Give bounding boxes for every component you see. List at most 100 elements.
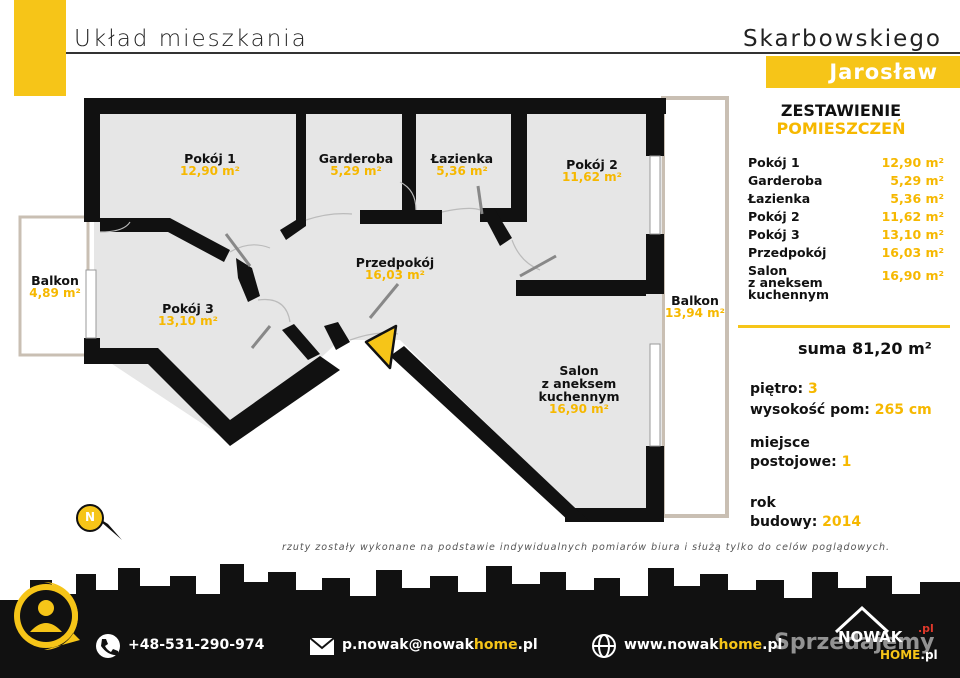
room-przedpokoj: Przedpokój 16,03 m²: [342, 256, 448, 282]
corner-accent-block: [14, 0, 66, 96]
summary-total: suma 81,20 m²: [798, 339, 932, 358]
summary-row: Pokój 2 11,62 m²: [748, 208, 944, 226]
room-lazienka: Łazienka 5,36 m²: [414, 152, 510, 178]
room-area: 16,03 m²: [365, 268, 425, 282]
web-prefix: www.nowak: [624, 637, 719, 653]
logo-text-bottom: HOME.pl: [880, 648, 938, 662]
logo-bottom-word: HOME: [880, 648, 921, 662]
compass-icon: [76, 504, 122, 540]
room-name: Balkon: [671, 293, 719, 308]
footer-website[interactable]: www.nowakhome.pl: [624, 637, 782, 653]
header-divider: [66, 52, 960, 54]
summary-room-value: 11,62 m²: [881, 209, 944, 224]
street-name: Skarbowskiego: [742, 26, 942, 52]
summary-row: Pokój 3 13,10 m²: [748, 226, 944, 244]
door-leaves: [224, 185, 557, 349]
room-name-line-2: z aneksem: [541, 376, 617, 391]
logo-house-icon: [834, 605, 890, 634]
room-area: 12,90 m²: [180, 164, 240, 178]
summary-heading-line-1: ZESTAWIENIE: [780, 101, 902, 120]
logo-text-top: NOWAK: [838, 628, 903, 646]
room-pokoj-2: Pokój 2 11,62 m²: [544, 158, 640, 184]
room-area: 13,94 m²: [665, 306, 725, 320]
viewpoint-arrow: [364, 324, 398, 370]
summary-room-name: Salon z aneksem kuchennym: [748, 263, 829, 302]
summary-room-value: 16,90 m²: [881, 268, 944, 283]
info-label-line-2: budowy:: [750, 514, 818, 530]
salon-line-3: kuchennym: [748, 287, 829, 302]
summary-heading: ZESTAWIENIE POMIESZCZEŃ: [738, 102, 944, 138]
summary-room-value: 12,90 m²: [881, 155, 944, 170]
globe-icon: [592, 634, 616, 658]
summary-room-name: Pokój 3: [748, 227, 800, 242]
room-name: Pokój 3: [162, 301, 214, 316]
summary-room-name: Przedpokój: [748, 245, 827, 260]
room-name: Łazienka: [430, 151, 494, 166]
info-value: 3: [808, 381, 818, 397]
room-pokoj-1: Pokój 1 12,90 m²: [162, 152, 258, 178]
phone-icon: [96, 634, 120, 658]
room-balkon-right: Balkon 13,94 m²: [664, 294, 726, 320]
summary-room-name: Łazienka: [748, 191, 811, 206]
mail-icon: [309, 637, 335, 655]
info-value: 265 cm: [874, 402, 932, 418]
salon-line-2: z aneksem: [748, 275, 823, 290]
footer-email[interactable]: p.nowak@nowakhome.pl: [342, 637, 538, 653]
floor-plan: [18, 96, 729, 540]
info-value: 1: [841, 454, 852, 470]
room-garderoba: Garderoba 5,29 m²: [308, 152, 404, 178]
disclaimer-note: rzuty zostały wykonane na podstawie indy…: [282, 542, 891, 553]
room-name: Pokój 1: [184, 151, 236, 166]
info-label: piętro:: [750, 381, 804, 397]
balcony-right-frame: [661, 96, 729, 518]
summary-list: Pokój 1 12,90 m² Garderoba 5,29 m² Łazienk…: [748, 154, 944, 301]
logo-text-pl: .pl: [918, 622, 934, 635]
door-swings: [99, 181, 541, 341]
summary-row: Garderoba 5,29 m²: [748, 172, 944, 190]
room-balkon-left: Balkon 4,89 m²: [24, 274, 86, 300]
room-area: 16,90 m²: [549, 402, 609, 416]
summary-row: Przedpokój 16,03 m²: [748, 244, 944, 262]
summary-heading-line-2: POMIESZCZEŃ: [776, 119, 906, 138]
room-area: 5,36 m²: [436, 164, 488, 178]
info-wysokosc: wysokość pom: 265 cm: [750, 401, 932, 420]
summary-row: Pokój 1 12,90 m²: [748, 154, 944, 172]
footer-skyline: [0, 564, 960, 678]
room-name: Przedpokój: [355, 255, 435, 270]
windows: [85, 155, 661, 447]
summary-room-value: 16,03 m²: [881, 245, 944, 260]
room-name: Pokój 2: [566, 157, 618, 172]
walls: [84, 98, 666, 522]
room-name: Balkon: [31, 273, 79, 288]
info-pietro: piętro: 3: [750, 380, 818, 399]
room-area: 13,10 m²: [158, 314, 218, 328]
room-salon: Salon z aneksem kuchennym 16,90 m²: [526, 364, 632, 416]
salon-line-1: Salon: [748, 263, 788, 278]
info-rok: rok budowy: 2014: [750, 494, 861, 532]
email-highlight: home: [473, 637, 518, 653]
summary-room-name: Pokój 1: [748, 155, 800, 170]
compass-letter: N: [84, 510, 96, 524]
info-label-line-1: rok: [750, 495, 776, 511]
email-suffix: .pl: [517, 637, 538, 653]
page-title: Układ mieszkania: [74, 26, 308, 52]
agent-avatar-icon: [14, 582, 80, 650]
city-tab: Jarosław: [766, 56, 960, 88]
summary-room-value: 5,29 m²: [890, 173, 944, 188]
room-name-line-3: kuchennym: [538, 389, 620, 404]
footer-phone[interactable]: +48-531-290-974: [128, 637, 265, 653]
room-area: 5,29 m²: [330, 164, 382, 178]
info-value: 2014: [822, 514, 862, 530]
room-area: 11,62 m²: [562, 170, 622, 184]
info-label-line-2: postojowe:: [750, 454, 837, 470]
room-name-line-1: Salon: [559, 363, 599, 378]
summary-room-name: Pokój 2: [748, 209, 800, 224]
summary-room-name: Garderoba: [748, 173, 823, 188]
summary-divider: [738, 325, 950, 328]
info-label: wysokość pom:: [750, 402, 870, 418]
room-area: 4,89 m²: [29, 286, 81, 300]
logo-bottom-pl: .pl: [920, 648, 938, 662]
info-label-line-1: miejsce: [750, 435, 810, 451]
summary-room-value: 13,10 m²: [881, 227, 944, 242]
